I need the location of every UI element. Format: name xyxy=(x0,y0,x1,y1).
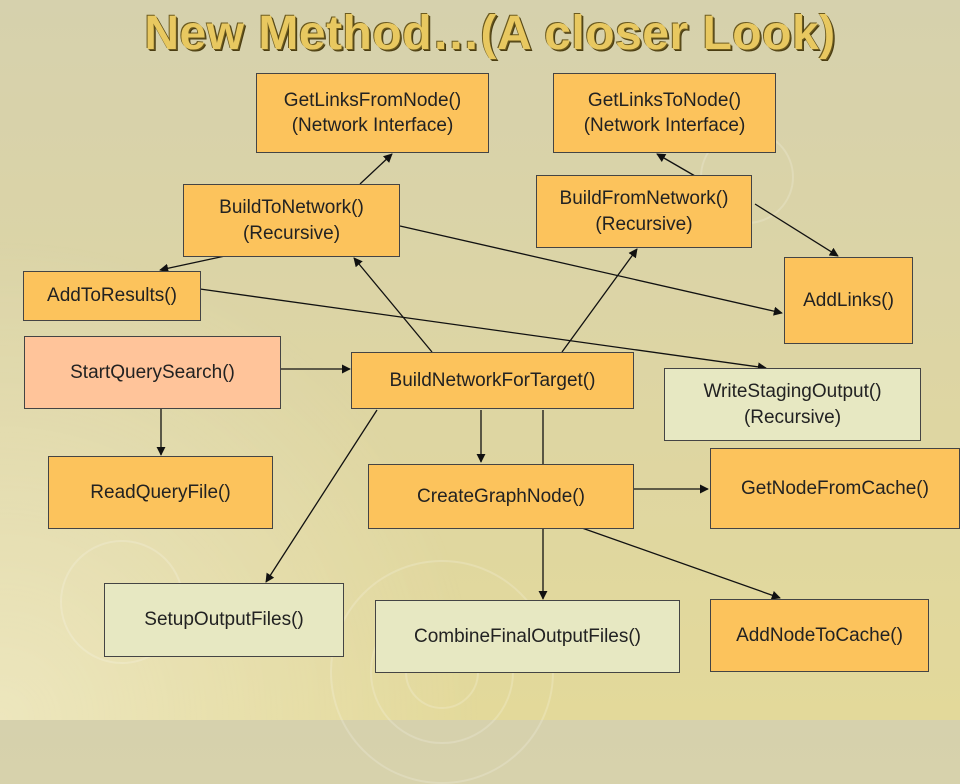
edge-buildto-to-getlinksfrom xyxy=(359,153,393,185)
edge-addtoresults-to-writestaging xyxy=(199,288,767,372)
node-get-node-from-cache: GetNodeFromCache() xyxy=(710,448,960,529)
edge-creategraph-to-addnodetocache xyxy=(581,527,781,600)
node-write-staging-output: WriteStagingOutput() (Recursive) xyxy=(664,368,921,441)
edge-buildto-to-addtoresults xyxy=(159,255,226,273)
node-add-to-results: AddToResults() xyxy=(23,271,201,321)
edge-buildfrom-to-getlinksto xyxy=(656,153,696,177)
node-add-node-to-cache: AddNodeToCache() xyxy=(710,599,929,672)
edge-buildfrom-to-addlinks xyxy=(754,203,839,257)
node-get-links-to-node: GetLinksToNode() (Network Interface) xyxy=(553,73,776,153)
diagram-edges xyxy=(156,153,839,600)
node-build-from-network: BuildFromNetwork() (Recursive) xyxy=(536,175,752,248)
node-create-graph-node: CreateGraphNode() xyxy=(368,464,634,529)
node-get-links-from-node: GetLinksFromNode() (Network Interface) xyxy=(256,73,489,153)
node-add-links: AddLinks() xyxy=(784,257,913,344)
node-read-query-file: ReadQueryFile() xyxy=(48,456,273,529)
edge-buildnetwork-to-setupoutput xyxy=(265,409,378,583)
node-build-to-network: BuildToNetwork() (Recursive) xyxy=(183,184,400,257)
node-setup-output-files: SetupOutputFiles() xyxy=(104,583,344,657)
page-title: New Method…(A closer Look) xyxy=(144,7,836,60)
node-start-query-search: StartQuerySearch() xyxy=(24,336,281,409)
edge-buildto-to-addlinks xyxy=(399,225,783,316)
edge-buildnetwork-to-buildfrom xyxy=(561,248,638,353)
node-build-network-for-target: BuildNetworkForTarget() xyxy=(351,352,634,409)
node-combine-final-output-files: CombineFinalOutputFiles() xyxy=(375,600,680,673)
edge-buildnetwork-to-buildto xyxy=(353,257,433,353)
